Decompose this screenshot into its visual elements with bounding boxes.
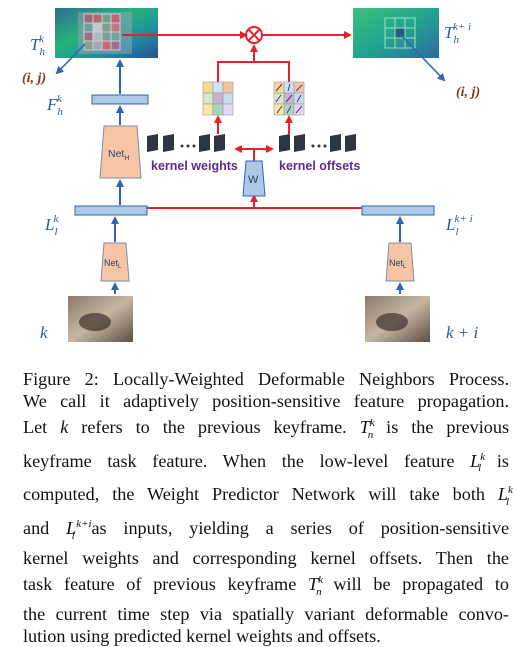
process-diagram: kernel weights kernel offsets W NetH Net… [22, 8, 480, 342]
kernel-offsets-label: kernel offsets [279, 159, 360, 173]
label-t-h-k-plus-i: Thk+ i [444, 21, 471, 46]
right-column: NetL [361, 33, 446, 342]
kernel-offsets-blocks [279, 134, 356, 152]
propagation-arrows [122, 26, 390, 209]
net-l-left-label: NetL [104, 258, 122, 270]
net-h-label: NetH [108, 148, 129, 162]
kernel-weights-grid [202, 81, 234, 116]
label-ij-left: (i, j) [22, 71, 46, 86]
caption-line-10: lution using predicted kernel weights an… [23, 625, 381, 646]
label-k-right: k + i [446, 323, 479, 342]
caption-line-8: task feature of previous keyframe Tkn wi… [23, 573, 510, 598]
caption-line-6: and Lk+il as inputs, yielding a series o… [23, 518, 510, 542]
weight-predictor-block: W [242, 160, 266, 197]
net-l-right-label: NetL [389, 258, 407, 270]
caption-line-3: Let k refers to the previous keyframe. T… [23, 417, 510, 441]
caption-line-1: Figure 2: Locally-Weighted Deformable Ne… [23, 369, 509, 389]
w-label: W [248, 174, 259, 186]
label-f-h-k: Fhk [46, 93, 63, 118]
feature-map-left [55, 8, 158, 58]
caption-line-4: keyframe task feature. When the low-leve… [23, 450, 510, 475]
label-t-h-k: Thk [30, 33, 45, 58]
left-column: NetH NetL [55, 43, 149, 342]
caption-line-7: kernel weights and corresponding kernel … [23, 547, 509, 568]
label-ij-right: (i, j) [456, 85, 480, 100]
kernel-weights-label: kernel weights [151, 159, 238, 173]
kernel-offsets-grid [273, 81, 305, 116]
kernel-weights-blocks [147, 134, 225, 152]
multiply-icon [245, 26, 263, 44]
label-l-l-k-plus-i: Llk+ i [445, 213, 473, 238]
caption-line-9: the current time step via spatially vari… [23, 603, 509, 624]
feature-map-right [353, 8, 439, 58]
label-k-left: k [40, 323, 48, 342]
caption-line-2: We call it adaptively position-sensitive… [23, 391, 509, 411]
caption-line-5: computed, the Weight Predictor Network w… [23, 484, 513, 509]
figure-caption: Figure 2: Locally-Weighted Deformable Ne… [23, 368, 513, 647]
label-l-l-k: Llk [44, 213, 60, 238]
